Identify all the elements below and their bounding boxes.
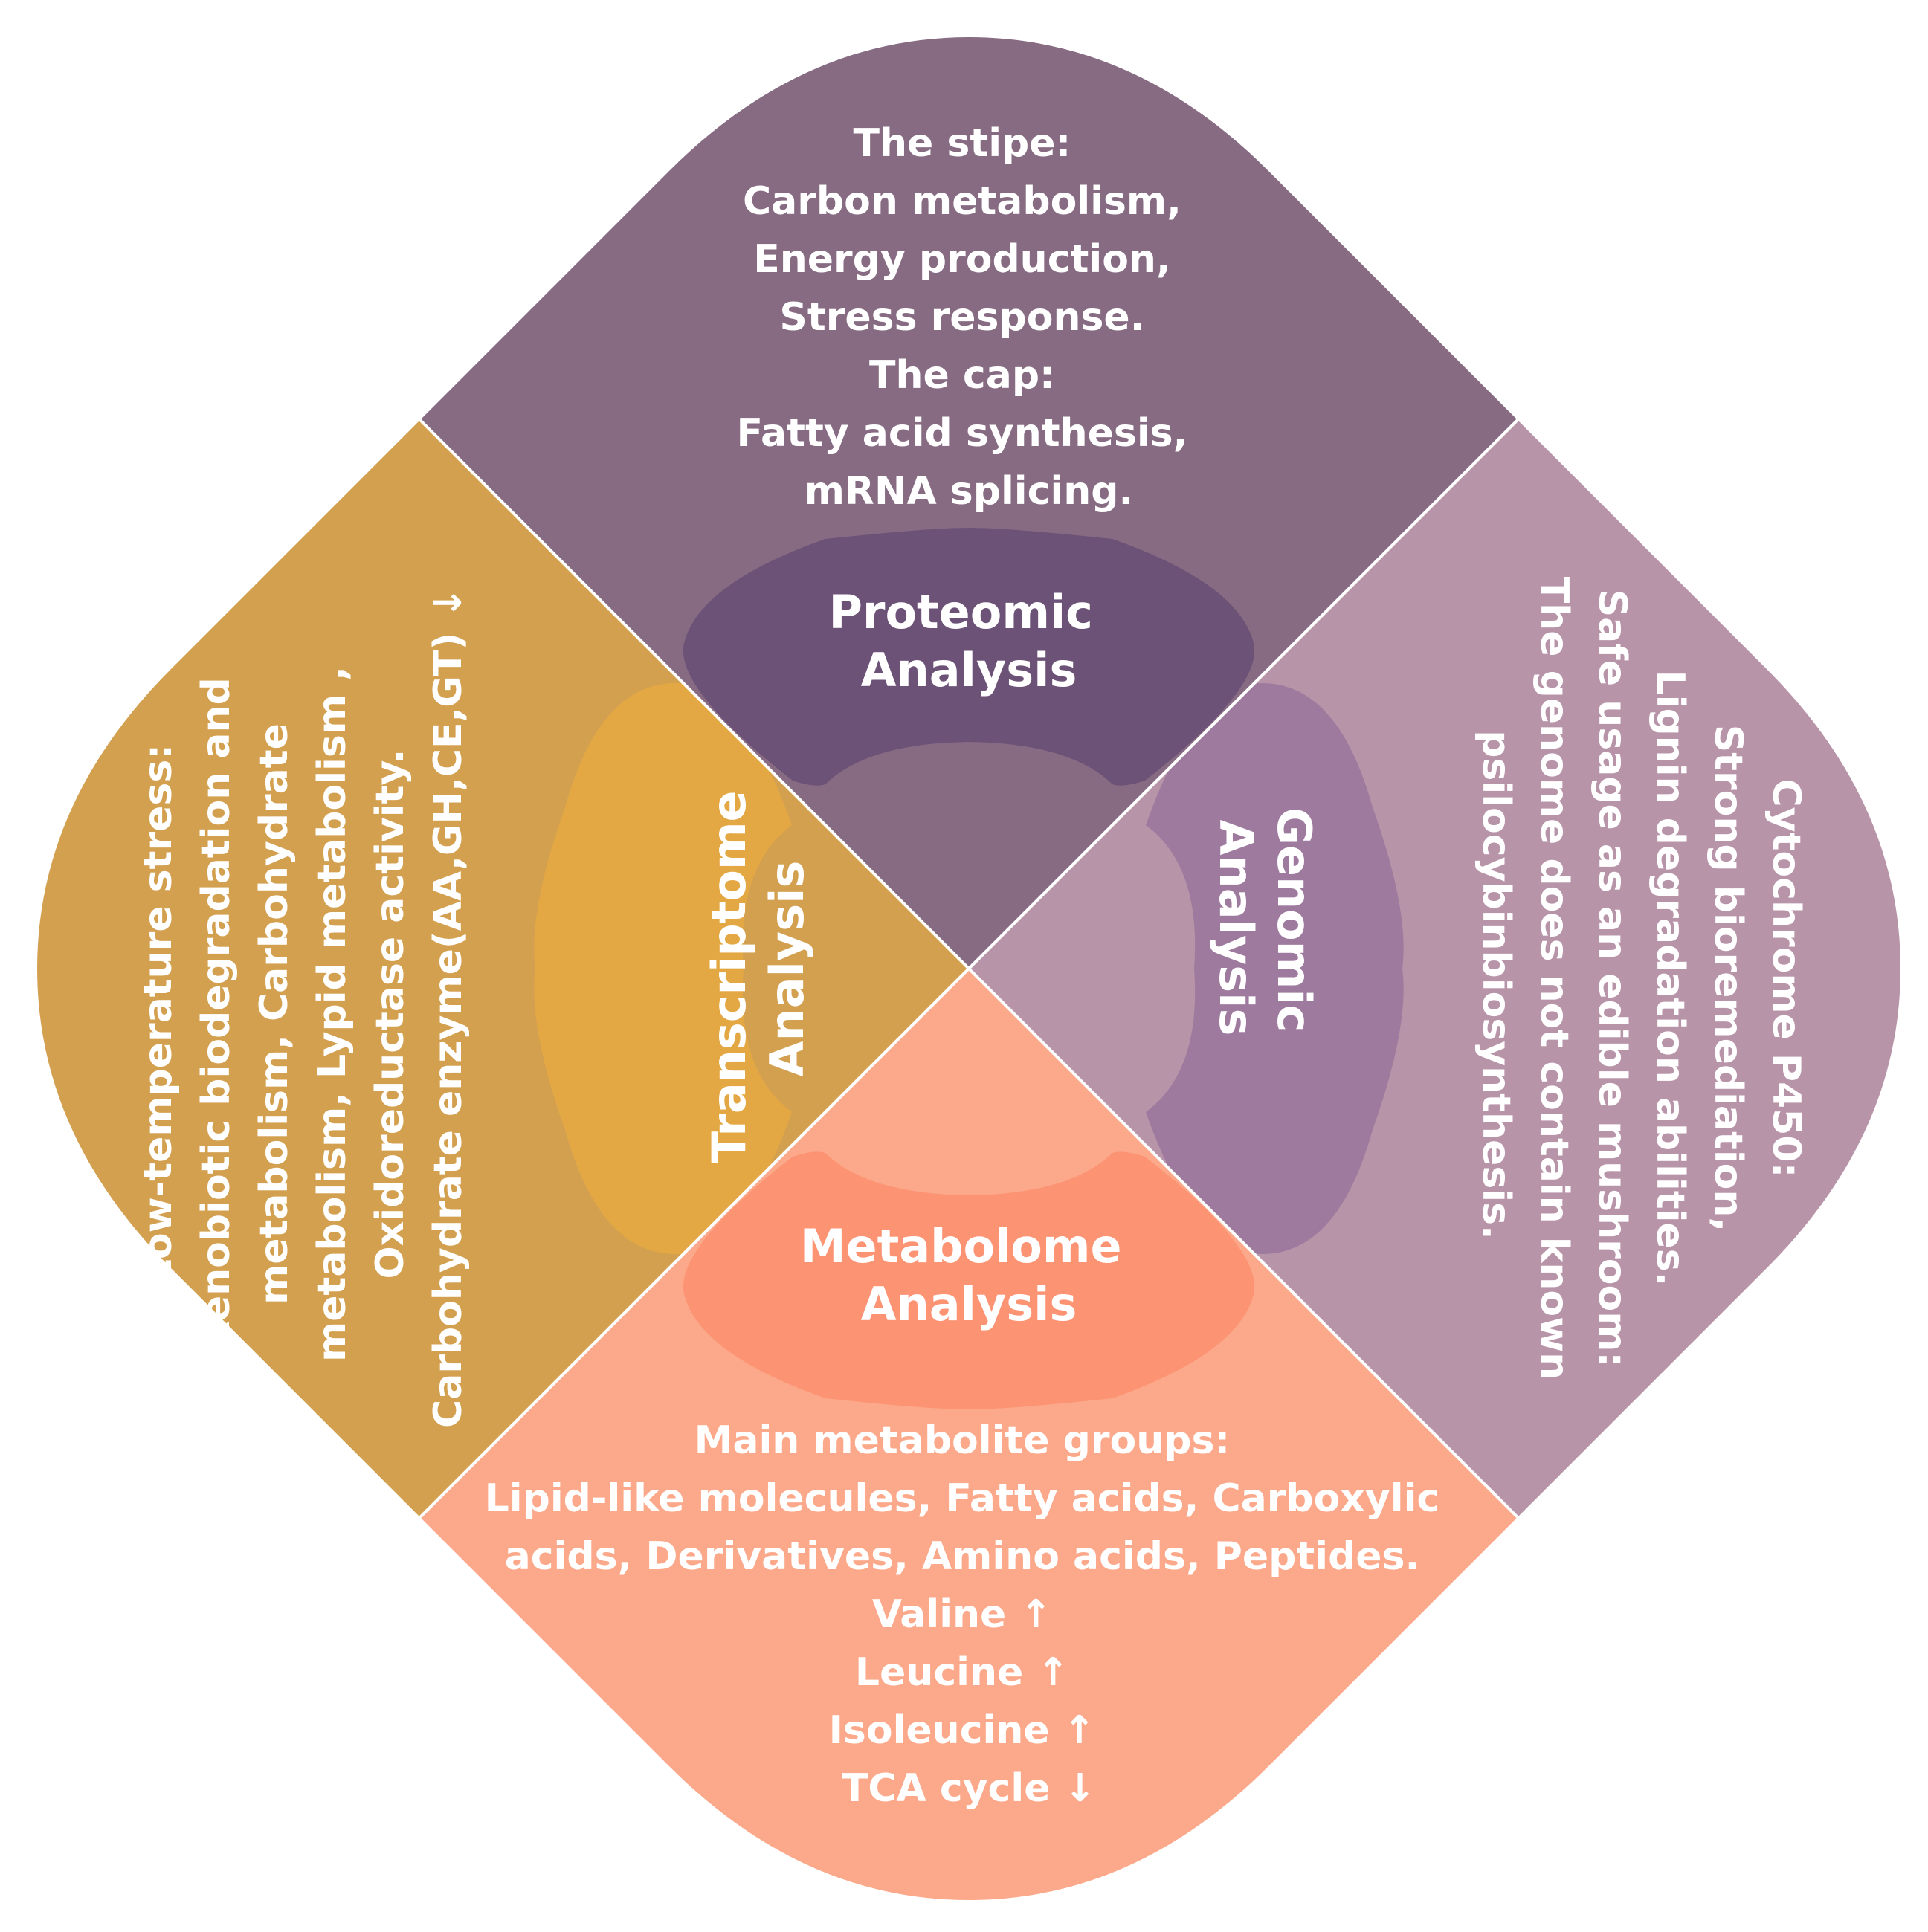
transcriptome-petal [37, 420, 969, 1517]
transcriptome-hub-line: Transcriptome [702, 790, 756, 1163]
genomic-detail-line: Cytochrome P450: [1764, 779, 1808, 1178]
genomic-quadrant: Genomic Analysis Cytochrome P450: Strong… [969, 420, 1900, 1517]
transcriptome-detail-line: metabolism, Carbohydrate [252, 723, 297, 1305]
metabolome-hub-line: Analysis [861, 1277, 1077, 1331]
metabolome-quadrant: Metabolome Analysis Main metabolite grou… [420, 969, 1518, 1900]
genomic-details: Cytochrome P450: Strong bioremediation, … [1474, 577, 1808, 1394]
transcriptome-hub [534, 682, 792, 1255]
genomic-hub [1146, 682, 1404, 1255]
separator-diagonal-b [419, 419, 1519, 1519]
transcriptome-hub-line: Analysis [760, 861, 814, 1077]
transcriptome-detail-line: Carbohydrate enzyme(AA,GH,CE,GT) ↓ [426, 587, 471, 1428]
proteomic-detail-line: Fatty acid synthesis, [737, 411, 1188, 456]
genomic-hub-title: Genomic Analysis [1209, 807, 1321, 1048]
metabolome-detail-line: Main metabolite groups: [694, 1418, 1231, 1463]
genomic-detail-line: Lignin degradation abilities. [1648, 671, 1692, 1287]
proteomic-detail-line: The stipe: [854, 121, 1071, 166]
proteomic-quadrant: Proteomic Analysis The stipe: Carbon met… [420, 37, 1518, 969]
proteomic-hub-line: Analysis [861, 643, 1077, 697]
genomic-hub-line: Analysis [1209, 820, 1263, 1036]
transcriptome-quadrant: Transcriptome Analysis Low-temperature s… [37, 420, 969, 1517]
transcriptome-hub-title: Transcriptome Analysis [702, 775, 814, 1163]
genomic-detail-line: Safe usage as an edible mushroom: [1590, 589, 1634, 1368]
genomic-hub-line: Genomic [1267, 807, 1321, 1032]
metabolome-hub-line: Metabolome [800, 1219, 1122, 1273]
transcriptome-detail-line: Low-temperature stress: [136, 744, 181, 1284]
transcriptome-detail-line: Oxidoreductase activity. [368, 749, 413, 1279]
metabolome-detail-line: acids, Derivatives, Amino acids, Peptide… [505, 1534, 1420, 1579]
metabolome-details: Main metabolite groups: Lipid-like molec… [485, 1418, 1454, 1811]
proteomic-hub-line: Proteomic [828, 585, 1093, 639]
proteomic-detail-line: Stress response. [779, 295, 1144, 340]
metabolome-detail-line: Isoleucine ↑ [829, 1708, 1096, 1753]
proteomic-detail-line: mRNA splicing. [805, 469, 1134, 514]
genomic-detail-line: psilocybinbiosynthesis. [1474, 730, 1518, 1240]
metabolome-detail-line: Lipid-like molecules, Fatty acids, Carbo… [485, 1476, 1440, 1521]
metabolome-hub [683, 1151, 1255, 1409]
transcriptome-details: Low-temperature stress: Xenobiotic biode… [136, 587, 471, 1428]
metabolome-petal [420, 969, 1518, 1900]
transcriptome-detail-line: Xenobiotic biodegradation and [194, 677, 239, 1350]
genomic-detail-line: The genome does not contain known [1532, 577, 1576, 1380]
metabolome-detail-line: Valine ↑ [872, 1592, 1052, 1637]
proteomic-hub-title: Proteomic Analysis [828, 585, 1109, 697]
proteomic-detail-line: Carbon metabolism, [743, 179, 1181, 224]
metabolome-hub-title: Metabolome Analysis [800, 1219, 1138, 1331]
metabolome-detail-line: Leucine ↑ [855, 1650, 1069, 1695]
genomic-petal [969, 420, 1900, 1517]
proteomic-detail-line: The cap: [869, 353, 1055, 398]
metabolome-detail-line: TCA cycle ↓ [842, 1766, 1096, 1811]
proteomic-petal [420, 37, 1518, 969]
proteomic-hub [683, 528, 1255, 786]
proteomic-detail-line: Energy production, [753, 237, 1171, 282]
quadrant-separators [419, 419, 1519, 1519]
genomic-detail-line: Strong bioremediation, [1706, 725, 1750, 1232]
transcriptome-detail-line: metabolism, Lypid metabolism , [310, 666, 355, 1362]
proteomic-details: The stipe: Carbon metabolism, Energy pro… [737, 121, 1202, 514]
